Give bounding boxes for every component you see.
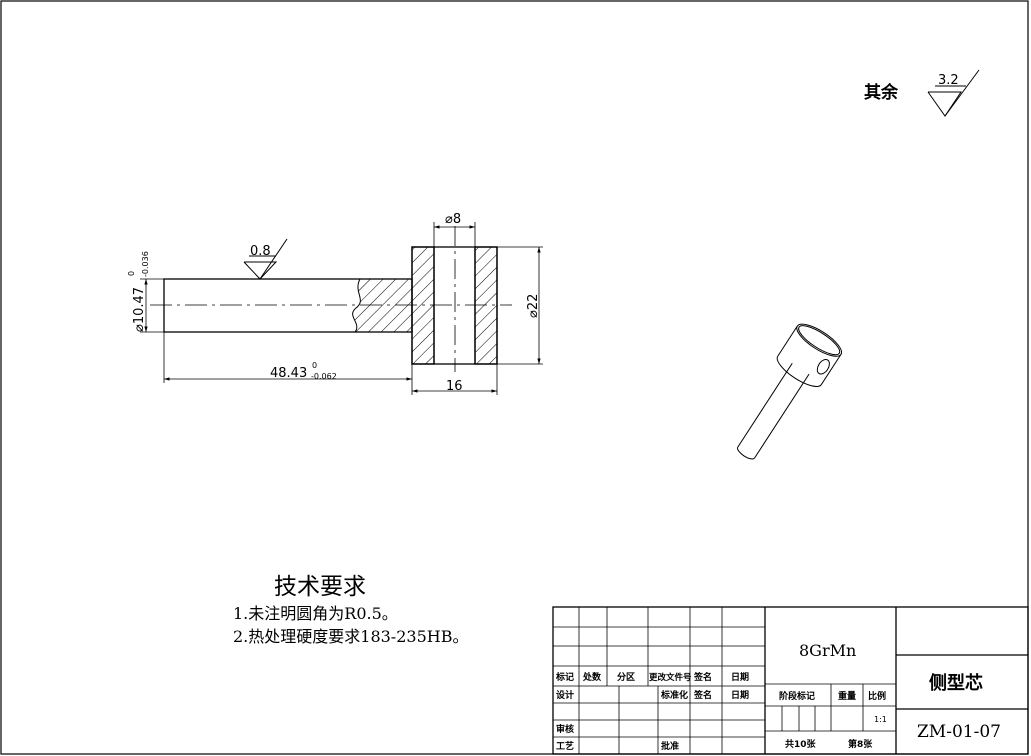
tb-material: 8GrMn [799, 641, 856, 660]
tech-requirement-item: 2.热处理硬度要求183-235HB。 [233, 627, 468, 646]
tech-requirement-item: 1.未注明圆角为R0.5。 [233, 604, 398, 623]
general-roughness-label: 其余 [864, 82, 899, 103]
general-roughness: 其余 3.2 [864, 69, 980, 117]
flange-right-wall [474, 246, 498, 365]
tb-count: 处数 [582, 671, 602, 683]
dim-shaft-dia: ⌀10.47 [132, 287, 147, 332]
dim-flange-width: 16 [446, 379, 463, 394]
tb-mark: 标记 [555, 671, 574, 683]
tech-requirements: 技术要求 1.未注明圆角为R0.5。 2.热处理硬度要求183-235HB。 [233, 574, 468, 646]
tb-process: 工艺 [556, 740, 574, 752]
tb-scale-label: 比例 [868, 690, 886, 702]
roughness-symbol-icon [243, 238, 288, 280]
dim-shaft-dia-group: ⌀10.47 0 -0.036 [127, 251, 150, 332]
tb-date: 日期 [731, 671, 749, 683]
tb-stage-mark: 阶段标记 [779, 690, 815, 702]
tb-scale-value: 1:1 [874, 715, 887, 724]
dim-shaft-len: 48.43 [270, 366, 307, 381]
title-block-text: 标记 处数 分区 更改文件号 签名 日期 设计 标准化 签名 日期 审核 工艺 … [555, 671, 886, 752]
dim-shaft-dia-upper: 0 [127, 271, 136, 276]
dim-hole-dia: ⌀8 [445, 212, 461, 227]
shaft-section-hatch [352, 279, 412, 332]
tb-signature: 签名 [693, 671, 712, 683]
dim-shaft-dia-lower: -0.036 [141, 251, 150, 277]
general-roughness-value: 3.2 [938, 73, 959, 88]
isometric-view [737, 323, 843, 460]
tb-part-name: 侧型芯 [929, 672, 983, 694]
tb-signature-2: 签名 [693, 689, 712, 701]
dim-shaft-len-lower: -0.062 [311, 372, 337, 381]
tb-review: 审核 [556, 723, 574, 735]
tb-design: 设计 [556, 689, 574, 701]
shaft-roughness: 0.8 [243, 238, 288, 280]
roughness-symbol-icon [927, 69, 980, 117]
tb-standardization: 标准化 [660, 689, 688, 701]
part-section-view [150, 226, 512, 372]
shaft-break-line [352, 278, 361, 333]
dim-flange-dia: ⌀22 [526, 294, 541, 318]
tb-zone: 分区 [617, 671, 635, 683]
title-block [552, 606, 1029, 755]
tb-approval: 批准 [661, 740, 679, 752]
shaft-roughness-value: 0.8 [250, 244, 271, 259]
dimensions [140, 222, 543, 395]
dim-shaft-len-upper: 0 [312, 361, 317, 370]
tb-change-doc: 更改文件号 [649, 672, 692, 683]
tb-total-sheets: 共10张 [785, 738, 817, 750]
tb-drawing-number: ZM-01-07 [917, 722, 1001, 742]
tb-sheet-no: 第8张 [848, 738, 873, 750]
flange-outline [411, 246, 498, 365]
flange-left-wall [411, 246, 435, 365]
tb-weight: 重量 [838, 690, 856, 702]
tb-date-2: 日期 [731, 689, 749, 701]
tech-requirements-title: 技术要求 [274, 574, 366, 600]
